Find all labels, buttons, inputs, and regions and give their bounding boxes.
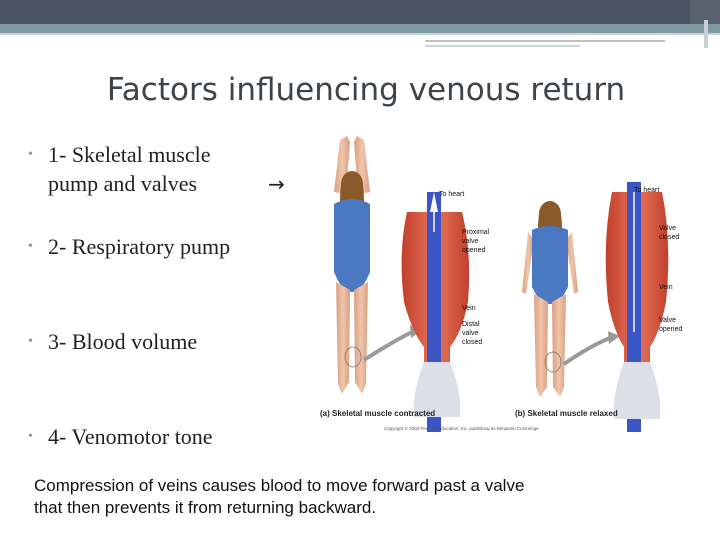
top-deco-line [425,40,665,42]
bullet-text-continued: pump and valves [48,171,198,196]
top-band-edge [0,33,720,35]
label-distal-2: valve [462,330,478,337]
figure-b-person [522,201,578,397]
caption-a: (a) Skeletal muscle contracted [320,409,435,418]
zoom-arrowhead-b [608,331,620,344]
top-deco-line-short [425,45,580,47]
caption-b: (b) Skeletal muscle relaxed [515,409,618,418]
label-to-heart-b: To heart [634,187,659,194]
label-valve-closed-2: closed [659,234,679,241]
bullet-dot-icon: • [28,239,33,254]
zoom-arrow-b [562,336,611,366]
caption-line-1: Compression of veins causes blood to mov… [34,476,525,495]
label-distal-3: closed [462,339,482,346]
label-to-heart-a: To heart [439,191,464,198]
label-vein-b: Vein [659,284,673,291]
label-proximal-1: Proximal [462,229,490,236]
figure-a-person [334,136,370,394]
label-distal-1: Distal [462,321,480,328]
bullet-dot-icon: • [28,147,33,162]
label-valve-opened-2: opened [659,326,682,333]
bullet-text: 3- Blood volume [48,329,198,354]
bullet-dot-icon: • [28,334,33,349]
label-valve-opened-1: Valve [659,317,676,324]
muscle-b-relaxed [605,182,669,432]
caption-line-2: that then prevents it from returning bac… [34,498,377,517]
top-band [0,24,720,33]
zoom-arrow-a [362,330,413,362]
right-arrow-icon: → [268,172,285,196]
label-proximal-3: opened [462,247,485,254]
copyright-text: Copyright © 2003 Pearson Education, Inc.… [384,425,539,431]
bullet-dot-icon: • [28,429,33,444]
muscle-a-contracted [401,192,470,432]
slide-title: Factors influencing venous return [106,72,626,108]
corner-strip [704,20,708,48]
top-bar [0,0,720,24]
slide-caption: Compression of veins causes blood to mov… [34,475,634,519]
bullet-text: 2- Respiratory pump [48,234,231,259]
label-vein-a: Vein [462,305,476,312]
venous-pump-diagram: To heart Proximal valve opened Vein Dist… [320,136,682,432]
label-valve-closed-1: Valve [659,225,676,232]
bullet-text: 4- Venomotor tone [48,424,213,449]
bullet-text: 1- Skeletal muscle [48,142,211,167]
label-proximal-2: valve [462,238,478,245]
